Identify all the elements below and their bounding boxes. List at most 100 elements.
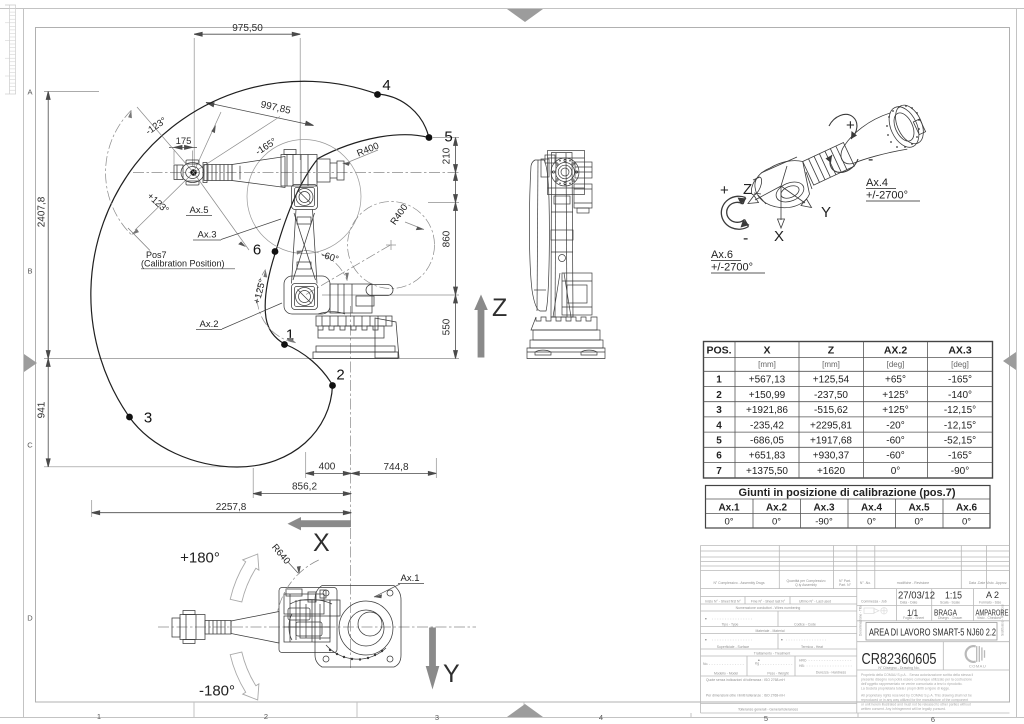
svg-text:Scala - Scale: Scala - Scale bbox=[940, 601, 960, 605]
svg-text:Tolleranze generali - General: Tolleranze generali - General tolerances bbox=[738, 708, 798, 712]
svg-text:0°: 0° bbox=[962, 517, 971, 528]
svg-text:175: 175 bbox=[176, 136, 192, 147]
svg-text:5: 5 bbox=[444, 129, 452, 146]
svg-text:Z: Z bbox=[492, 294, 507, 322]
svg-text:Data - Date: Data - Date bbox=[900, 601, 917, 605]
svg-text:Q.ty Assembly: Q.ty Assembly bbox=[795, 583, 817, 587]
svg-text:+567,13: +567,13 bbox=[749, 375, 786, 386]
svg-text:Part. N°: Part. N° bbox=[839, 583, 852, 587]
svg-text:-515,62: -515,62 bbox=[814, 405, 848, 416]
svg-text:[mm]: [mm] bbox=[822, 360, 840, 369]
svg-text:4: 4 bbox=[382, 77, 390, 94]
svg-text:X: X bbox=[313, 529, 330, 557]
svg-text:Numerazione conduttori - Wires: Numerazione conduttori - Wires numbering bbox=[736, 606, 801, 610]
svg-text:3: 3 bbox=[716, 405, 722, 416]
svg-text:Peso - Weight: Peso - Weight bbox=[767, 672, 788, 676]
svg-text:+2295,81: +2295,81 bbox=[810, 420, 852, 431]
svg-text:[deg]: [deg] bbox=[951, 360, 969, 369]
svg-text:+930,37: +930,37 bbox=[813, 451, 850, 462]
svg-text:6: 6 bbox=[931, 715, 935, 724]
svg-text:Trattamento - Treatment: Trattamento - Treatment bbox=[754, 652, 790, 656]
svg-text:No.: No. bbox=[703, 662, 708, 666]
svg-text:Ax.6: Ax.6 bbox=[711, 249, 733, 261]
svg-text:Pos7: Pos7 bbox=[146, 250, 167, 260]
svg-text:+1375,50: +1375,50 bbox=[746, 466, 788, 477]
svg-text:+: + bbox=[846, 117, 855, 134]
svg-text:AX.2: AX.2 bbox=[884, 345, 908, 357]
svg-text:1:15: 1:15 bbox=[945, 591, 962, 602]
svg-text:+: + bbox=[720, 182, 729, 199]
svg-text:Ax.5: Ax.5 bbox=[908, 503, 930, 514]
svg-text:Ax.3: Ax.3 bbox=[197, 230, 216, 241]
svg-text:C: C bbox=[27, 441, 33, 450]
svg-text:Denominazione - Title: Denominazione - Title bbox=[859, 605, 863, 636]
svg-text:Durezza - Hardness: Durezza - Hardness bbox=[816, 671, 846, 675]
svg-text:CR82360605: CR82360605 bbox=[862, 651, 937, 668]
svg-text:Tipo - Type: Tipo - Type bbox=[722, 623, 739, 627]
svg-text:-52,15°: -52,15° bbox=[944, 436, 976, 447]
svg-text:(Calibration Position): (Calibration Position) bbox=[141, 259, 225, 269]
svg-text:D: D bbox=[27, 614, 33, 623]
svg-text:•: • bbox=[705, 638, 707, 644]
svg-text:-165°: -165° bbox=[948, 451, 972, 462]
svg-text:+150,99: +150,99 bbox=[749, 390, 786, 401]
svg-text:Superficiale - Surface: Superficiale - Surface bbox=[717, 645, 750, 649]
svg-text:-165°: -165° bbox=[948, 375, 972, 386]
svg-text:2257,8: 2257,8 bbox=[216, 502, 247, 513]
svg-text:written consent. Any infringem: written consent. Any infringement will b… bbox=[861, 707, 946, 711]
svg-text:dell'oggetto rappresentato ne: dell'oggetto rappresentato ne venire com… bbox=[861, 682, 963, 686]
svg-text:+1917,68: +1917,68 bbox=[810, 436, 852, 447]
svg-text:Giunti in posizione di calibra: Giunti in posizione di calibrazione (pos… bbox=[739, 487, 956, 499]
svg-text:744,8: 744,8 bbox=[383, 462, 408, 473]
svg-text:0°: 0° bbox=[724, 517, 733, 528]
svg-text:-180°: -180° bbox=[199, 683, 235, 700]
svg-text:0°: 0° bbox=[772, 517, 781, 528]
svg-text:•: • bbox=[758, 658, 760, 664]
svg-text:975,50: 975,50 bbox=[232, 23, 263, 34]
svg-text:COMAU: COMAU bbox=[969, 664, 986, 669]
svg-text:N° Part.: N° Part. bbox=[839, 579, 851, 583]
svg-text:A: A bbox=[27, 88, 32, 97]
svg-text:1: 1 bbox=[97, 712, 101, 721]
svg-text:5: 5 bbox=[764, 714, 768, 723]
svg-text:+125°: +125° bbox=[882, 405, 909, 416]
svg-text:210: 210 bbox=[442, 147, 453, 164]
svg-text:-60°: -60° bbox=[320, 250, 340, 266]
svg-text:+/-2700°: +/-2700° bbox=[711, 262, 753, 274]
svg-text:6: 6 bbox=[716, 451, 722, 462]
svg-text:-12,15°: -12,15° bbox=[944, 405, 976, 416]
svg-text:+1921,86: +1921,86 bbox=[746, 405, 788, 416]
svg-text:-12,15°: -12,15° bbox=[944, 420, 976, 431]
svg-text:Y: Y bbox=[821, 204, 831, 221]
svg-text:HB: HB bbox=[799, 664, 804, 668]
svg-text:[mm]: [mm] bbox=[758, 360, 776, 369]
svg-text:5: 5 bbox=[716, 436, 722, 447]
svg-text:4: 4 bbox=[599, 713, 603, 722]
svg-text:+180°: +180° bbox=[180, 550, 220, 567]
svg-text:Foglio - Sheet: Foglio - Sheet bbox=[903, 616, 924, 620]
svg-text:0°: 0° bbox=[914, 517, 923, 528]
svg-text:Sostituisce - Replaces: Sostituisce - Replaces bbox=[1001, 604, 1005, 636]
svg-text:-: - bbox=[868, 151, 873, 168]
svg-text:Ax.1: Ax.1 bbox=[718, 503, 740, 514]
svg-text:AREA DI LAVORO SMART-5 NJ60 2.: AREA DI LAVORO SMART-5 NJ60 2.2 bbox=[869, 628, 996, 639]
svg-text:1/1: 1/1 bbox=[907, 608, 918, 619]
svg-text:La Società proprietaria tutela: La Società proprietaria tutela i propri … bbox=[861, 687, 950, 691]
svg-text:1: 1 bbox=[286, 327, 294, 344]
svg-text:X: X bbox=[774, 228, 784, 245]
svg-text:Ax.1: Ax.1 bbox=[400, 573, 419, 584]
svg-text:Visto - Checked: Visto - Checked bbox=[977, 616, 1001, 620]
svg-text:+125,54: +125,54 bbox=[813, 375, 850, 386]
svg-text:2: 2 bbox=[264, 712, 268, 721]
svg-text:Quantità per Complessivo: Quantità per Complessivo bbox=[786, 579, 825, 583]
svg-text:2407,8: 2407,8 bbox=[37, 196, 48, 227]
svg-text:Ax.3: Ax.3 bbox=[813, 503, 835, 514]
svg-text:400: 400 bbox=[319, 462, 336, 473]
svg-text:Inizio N° - Sheet first N°: Inizio N° - Sheet first N° bbox=[705, 600, 741, 604]
svg-text:N° -No.: N° -No. bbox=[860, 581, 871, 585]
svg-text:Y: Y bbox=[443, 660, 460, 688]
svg-text:860: 860 bbox=[442, 230, 453, 247]
svg-text:0°: 0° bbox=[867, 517, 876, 528]
svg-text:N° Complessivo - Assembly Dwgs: N° Complessivo - Assembly Dwgs bbox=[713, 581, 764, 585]
svg-text:-60°: -60° bbox=[886, 451, 904, 462]
